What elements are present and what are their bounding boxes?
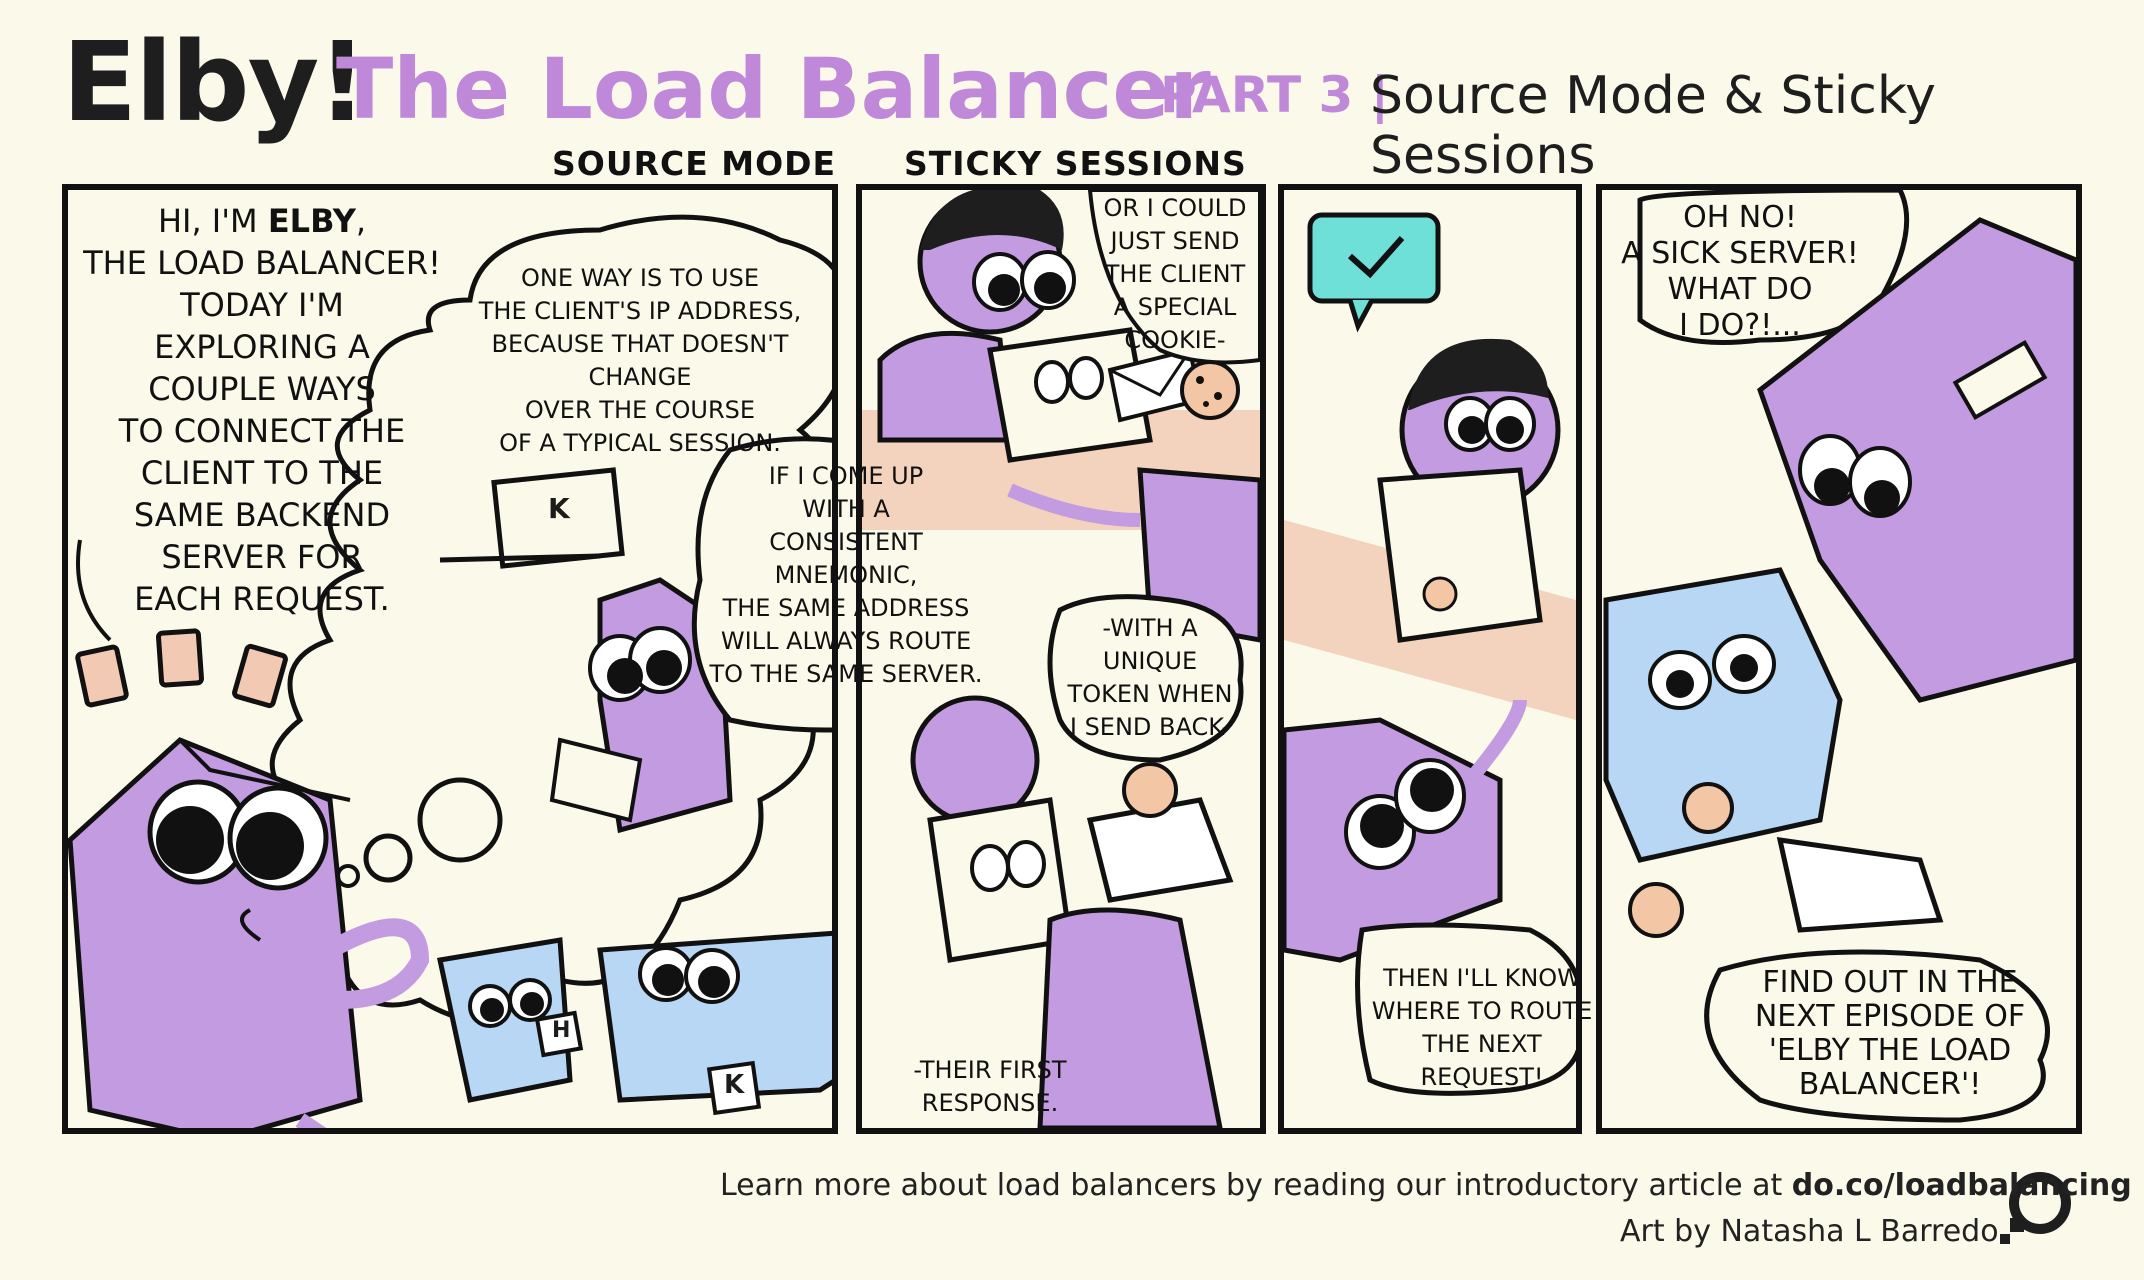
cookie-icon xyxy=(1682,782,1734,834)
route-speech: THEN I'LL KNOW WHERE TO ROUTE THE NEXT R… xyxy=(1371,964,1593,1091)
mnemonic-bubble xyxy=(691,436,832,733)
cookie-icon xyxy=(1180,360,1240,420)
servers xyxy=(437,930,832,1116)
client-character xyxy=(877,190,1076,443)
cookie-speech: OR I COULD JUST SEND THE CLIENT A SPECIA… xyxy=(1103,194,1247,354)
part-title: Source Mode & Sticky Sessions xyxy=(1370,66,1936,186)
response-speech: -THEIR FIRST RESPONSE. xyxy=(913,1056,1067,1117)
learn-more-link[interactable]: do.co/loadbalancing xyxy=(1791,1168,2132,1203)
comic-title: Elby! xyxy=(62,18,367,146)
source-mode-thought: ONE WAY IS TO USE THE CLIENT'S IP ADDRES… xyxy=(478,264,802,457)
server-tag-h: H xyxy=(552,1018,571,1043)
card-icons xyxy=(75,628,288,709)
route-bubble xyxy=(1355,922,1576,1096)
client-character xyxy=(1377,338,1561,643)
server-tag-k: K xyxy=(724,1070,745,1100)
part-label: PART 3 | xyxy=(1160,66,1389,124)
intro-speech: HI, I'M ELBY, THE LOAD BALANCER! TODAY I… xyxy=(83,202,441,618)
cookie-icon xyxy=(1422,576,1458,612)
comic-subtitle: The Load Balancer xyxy=(336,40,1211,138)
envelope-icon xyxy=(1776,837,1944,933)
token-speech: -WITH A UNIQUE TOKEN WHEN I SEND BACK- xyxy=(1067,614,1233,741)
section-heading-sticky-sessions: STICKY SESSIONS xyxy=(904,144,1247,183)
token-bubble xyxy=(1047,594,1244,763)
check-bubble xyxy=(1307,212,1441,333)
section-heading-source-mode: SOURCE MODE xyxy=(552,144,837,183)
sick-speech: OH NO! A SICK SERVER! WHAT DO I DO?!... xyxy=(1621,200,1859,343)
logo-icon xyxy=(2000,1172,2071,1244)
elby-receiving xyxy=(1037,907,1223,1128)
learn-more-text: Learn more about load balancers by readi… xyxy=(720,1168,2132,1203)
cookie-icon xyxy=(1628,882,1684,938)
art-credit: Art by Natasha L Barredo xyxy=(1620,1214,1999,1249)
laptop-icon xyxy=(1377,467,1543,643)
mnemonic-text: IF I COME UP WITH A CONSISTENT MNEMONIC,… xyxy=(709,462,983,688)
cookie-bubble xyxy=(1087,190,1260,365)
sick-server xyxy=(1603,567,1843,863)
check-icon xyxy=(1347,236,1405,279)
speech-tail xyxy=(76,539,112,642)
cookie-icon xyxy=(1122,762,1178,818)
elby-character xyxy=(68,737,430,1128)
laptop-icon xyxy=(987,327,1153,463)
laptop-letter: K xyxy=(548,492,570,525)
elby-character xyxy=(1284,699,1527,963)
next-episode-speech: FIND OUT IN THE NEXT EPISODE OF 'ELBY TH… xyxy=(1754,965,2026,1102)
next-bubble xyxy=(1704,949,2050,1123)
laptop-icon xyxy=(439,467,625,569)
elby-character xyxy=(1757,217,2076,703)
